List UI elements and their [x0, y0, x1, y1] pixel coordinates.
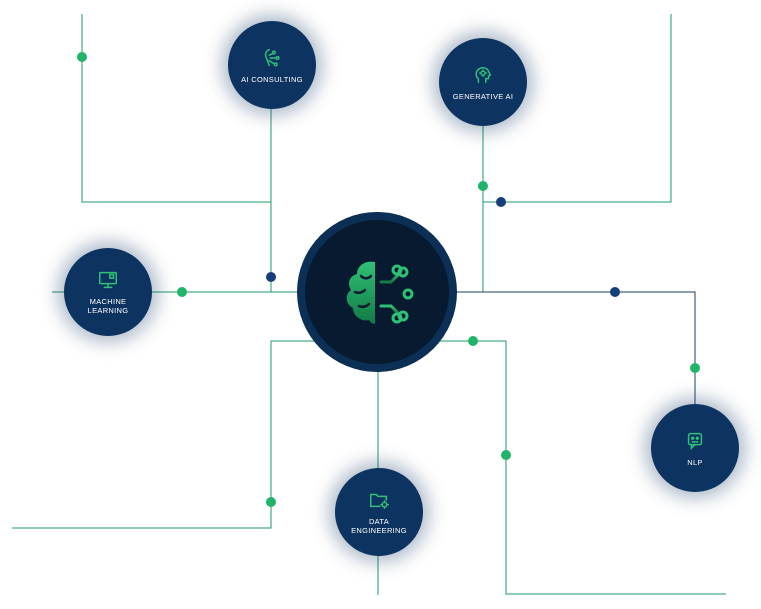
hub-core — [305, 220, 449, 364]
junction-dot — [690, 363, 700, 373]
junction-dot — [610, 287, 620, 297]
monitor-icon — [99, 271, 117, 289]
junction-dot — [501, 450, 511, 460]
junction-dot — [496, 197, 506, 207]
folder-gear-icon — [370, 493, 389, 509]
brain-circuit-icon — [346, 261, 414, 324]
node-label: GENERATIVE AI — [452, 91, 514, 101]
node-label: MACHINE LEARNING — [87, 297, 129, 315]
hub-circle — [297, 212, 457, 372]
junction-dot — [468, 336, 478, 346]
chat-bot-icon — [687, 432, 703, 450]
head-gear-icon — [475, 66, 492, 83]
junction-dot — [266, 497, 276, 507]
junction-dot — [478, 181, 488, 191]
robot-hand-icon — [264, 48, 280, 67]
junction-dot — [177, 287, 187, 297]
wire-top-right — [483, 14, 672, 203]
node-label: NLP — [687, 457, 703, 467]
node-nlp[interactable]: NLP — [651, 404, 739, 492]
node-ai-consulting[interactable]: AI CONSULTING — [228, 21, 316, 109]
node-generative-ai[interactable]: GENERATIVE AI — [439, 38, 527, 126]
junction-dot — [77, 52, 87, 62]
node-data-engineering[interactable]: DATA ENGINEERING — [335, 468, 423, 556]
node-label: AI CONSULTING — [241, 74, 303, 84]
wire-horizontal-right — [455, 291, 696, 410]
node-label: DATA ENGINEERING — [351, 517, 407, 535]
wire-top-left — [81, 14, 271, 203]
wire-lower-left — [12, 340, 314, 529]
junction-dot — [266, 272, 276, 282]
node-machine-learning[interactable]: MACHINE LEARNING — [64, 248, 152, 336]
